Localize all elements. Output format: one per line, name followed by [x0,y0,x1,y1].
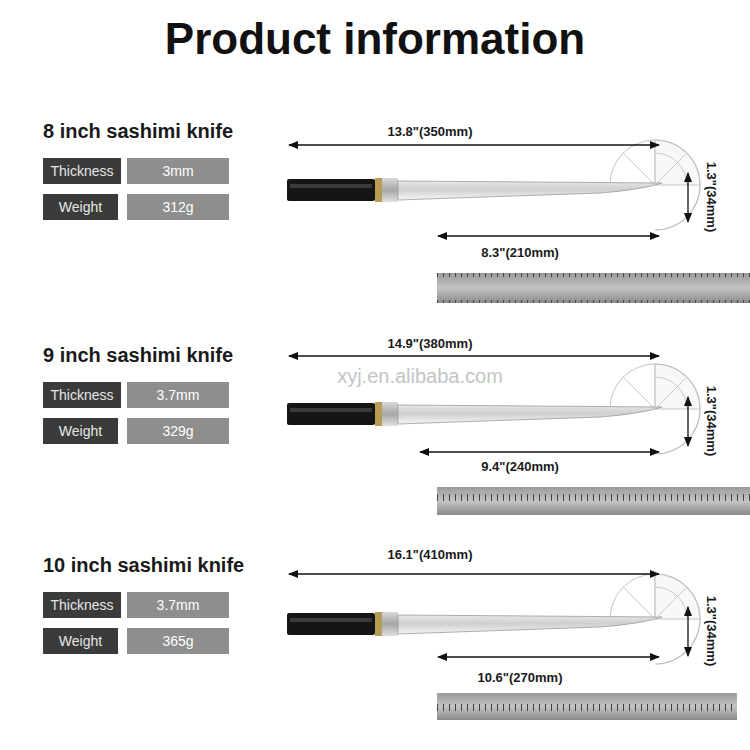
section-heading: 9 inch sashimi knife [43,344,233,367]
value-box: 3.7mm [127,382,229,408]
value-text: 3mm [162,163,193,179]
dimension-label: 9.4"(240mm) [481,459,559,474]
attribute-text: Thickness [50,597,113,613]
page-title: Product information [0,14,750,64]
dimension-label: 1.3"(34mm) [704,162,719,232]
value-text: 3.7mm [157,597,200,613]
value-text: 365g [162,633,193,649]
dimension-label: 14.9"(380mm) [388,336,473,351]
value-box: 3.7mm [127,592,229,618]
attribute-text: Weight [59,199,102,215]
value-text: 329g [162,423,193,439]
section-heading: 10 inch sashimi knife [43,554,244,577]
knife-8-inch [287,140,750,303]
attribute-box: Weight [43,418,118,444]
value-text: 3.7mm [157,387,200,403]
value-text: 312g [162,199,193,215]
dimension-label: 1.3"(34mm) [704,386,719,456]
dimension-label: 13.8"(350mm) [388,124,473,139]
dimension-label: 1.3"(34mm) [704,596,719,666]
attribute-text: Weight [59,633,102,649]
attribute-box: Thickness [43,382,121,408]
attribute-text: Weight [59,423,102,439]
value-box: 3mm [127,158,229,184]
attribute-box: Thickness [43,592,121,618]
attribute-box: Weight [43,194,118,220]
knife-10-inch [287,574,737,720]
value-box: 365g [127,628,229,654]
watermark: xyj.en.alibaba.com [337,365,503,388]
value-box: 329g [127,418,229,444]
attribute-text: Thickness [50,163,113,179]
dimension-label: 16.1"(410mm) [388,547,473,562]
attribute-box: Weight [43,628,118,654]
attribute-box: Thickness [43,158,121,184]
dimension-label: 8.3"(210mm) [481,245,559,260]
attribute-text: Thickness [50,387,113,403]
value-box: 312g [127,194,229,220]
knife-9-inch [287,356,750,515]
section-heading: 8 inch sashimi knife [43,120,233,143]
dimension-label: 10.6"(270mm) [478,670,563,685]
